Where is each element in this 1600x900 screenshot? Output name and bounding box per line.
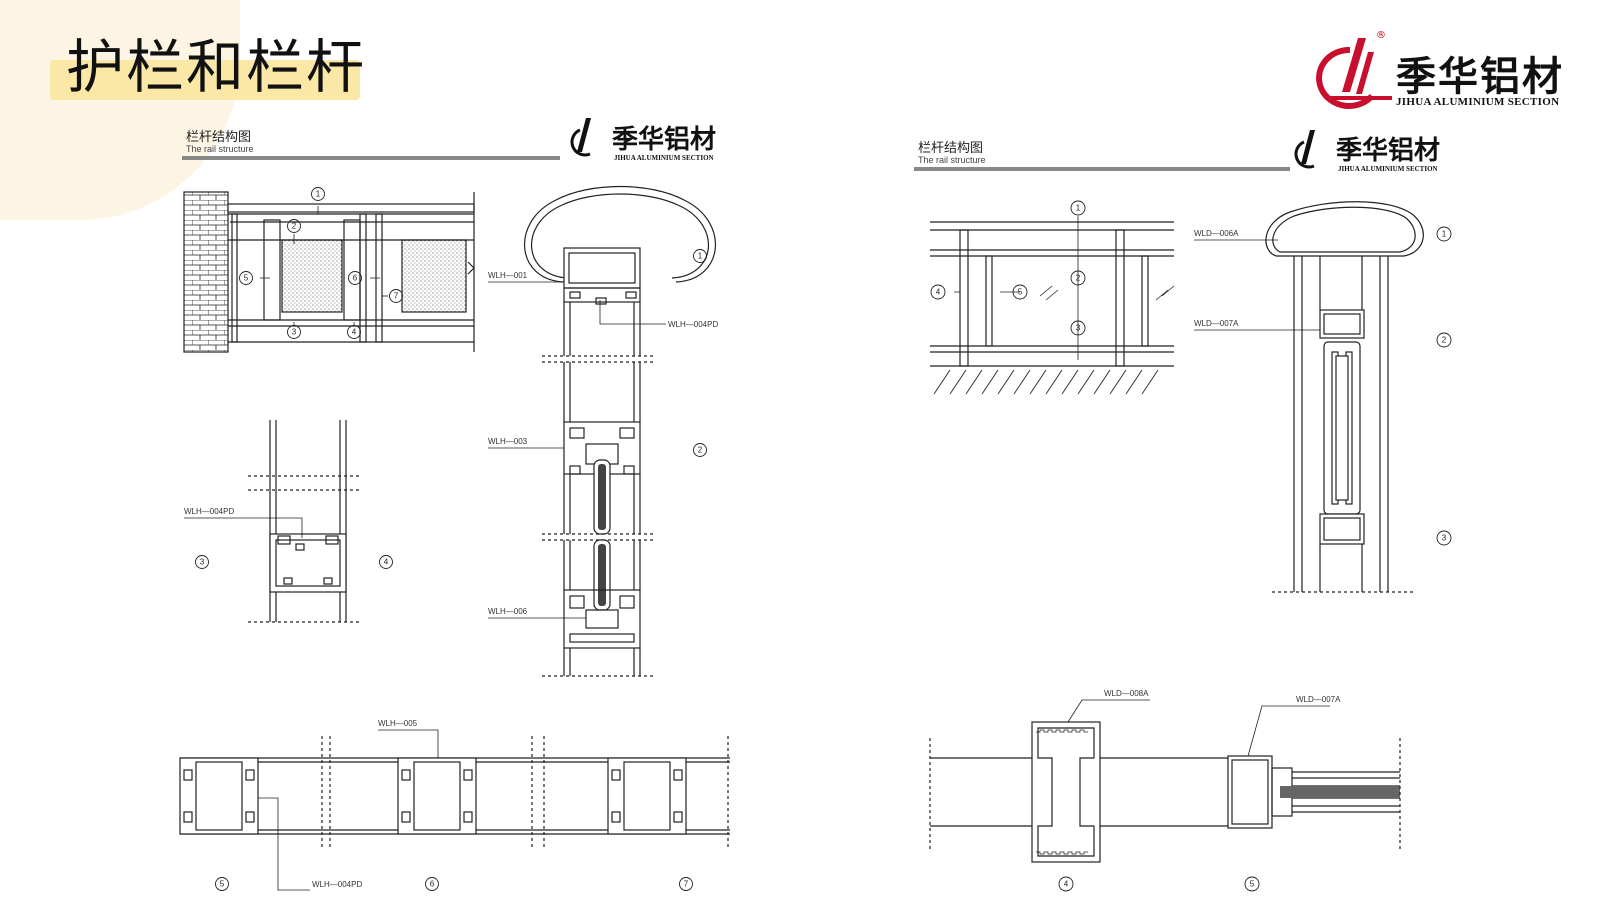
right-elevation-view: 1 2 3 4 5: [930, 200, 1175, 395]
callout-2: 2: [1076, 274, 1081, 283]
callout-4: 4: [936, 288, 941, 297]
brand-subtitle: JIHUA ALUMINIUM SECTION: [1396, 96, 1560, 108]
registered-mark: ®: [1376, 30, 1386, 41]
left-heading-cn: 栏杆结构图: [186, 130, 251, 145]
callout-3: 3: [292, 328, 297, 337]
right-vertical-section: WLD—006A WLD—007A 1 2 3: [1194, 201, 1452, 593]
callout-1: 1: [316, 190, 321, 199]
callout-1: 1: [1076, 204, 1081, 213]
label-wlh004pd-c: WLH—004PD: [312, 880, 362, 889]
callout-2: 2: [698, 446, 703, 455]
label-wld008a: WLD—008A: [1104, 689, 1149, 698]
label-wlh006: WLH—006: [488, 607, 528, 616]
label-wld007a: WLD—007A: [1194, 319, 1239, 328]
left-logo-sub: JIHUA ALUMINIUM SECTION: [614, 154, 714, 162]
callout-7: 7: [684, 880, 689, 889]
label-wlh004pd-b: WLH—004PD: [184, 507, 234, 516]
callout-6: 6: [430, 880, 435, 889]
left-elevation-view: [183, 191, 475, 353]
callout-6: 6: [353, 274, 358, 283]
callout-3: 3: [1442, 534, 1447, 543]
left-logo-name: 季华铝材: [612, 124, 716, 155]
brand-mark-icon: [1316, 38, 1392, 109]
label-wlh001: WLH—001: [488, 271, 528, 280]
title-highlight: [50, 60, 360, 100]
left-header-logo: 季华铝材 JIHUA ALUMINIUM SECTION: [570, 118, 716, 162]
left-plan-section: WLH—005 WLH—004PD 5 6 7: [179, 719, 730, 891]
right-logo-sub: JIHUA ALUMINIUM SECTION: [1338, 165, 1438, 173]
right-panel: 栏杆结构图 The rail structure 季华铝材 JIHUA ALUM…: [914, 130, 1452, 892]
callout-4: 4: [384, 558, 389, 567]
callout-7: 7: [394, 292, 399, 301]
left-panel: 栏杆结构图 The rail structure 季华铝材 JIHUA ALUM…: [179, 118, 730, 891]
callout-2: 2: [1442, 336, 1447, 345]
label-wld007a-b: WLD—007A: [1296, 695, 1341, 704]
left-heading-en: The rail structure: [186, 144, 254, 154]
right-header-logo: 季华铝材 JIHUA ALUMINIUM SECTION: [1294, 130, 1440, 173]
brand-logo: ® 季华铝材 JIHUA ALUMINIUM SECTION: [1310, 30, 1580, 110]
callout-4: 4: [1064, 880, 1069, 889]
callout-2: 2: [292, 222, 297, 231]
right-heading-en: The rail structure: [918, 155, 986, 165]
callout-1: 1: [698, 252, 703, 261]
callout-1: 1: [1442, 230, 1447, 239]
callout-5: 5: [1250, 880, 1255, 889]
callout-5: 5: [1018, 288, 1023, 297]
left-vertical-section: WLH—001 WLH—004PD WLH—003 WLH—006 1 2: [488, 185, 718, 677]
right-logo-name: 季华铝材: [1336, 135, 1440, 166]
label-wld006a: WLD—006A: [1194, 229, 1239, 238]
slide-title: 护栏和栏杆: [66, 33, 367, 101]
callout-4: 4: [352, 328, 357, 337]
left-elevation-callouts: 1 2 5 6 7 3 4: [239, 187, 403, 339]
right-plan-section: WLD—008A WLD—007A 4 5: [929, 689, 1401, 892]
label-wlh004pd-a: WLH—004PD: [668, 320, 718, 329]
brand-name: 季华铝材: [1396, 53, 1564, 100]
callout-3: 3: [200, 558, 205, 567]
label-wlh003: WLH—003: [488, 437, 528, 446]
callout-5: 5: [220, 880, 225, 889]
right-heading-cn: 栏杆结构图: [918, 141, 983, 156]
callout-5: 5: [244, 274, 249, 283]
left-small-section: WLH—004PD 3 4: [184, 420, 393, 623]
callout-3: 3: [1076, 324, 1081, 333]
label-wlh005: WLH—005: [378, 719, 418, 728]
